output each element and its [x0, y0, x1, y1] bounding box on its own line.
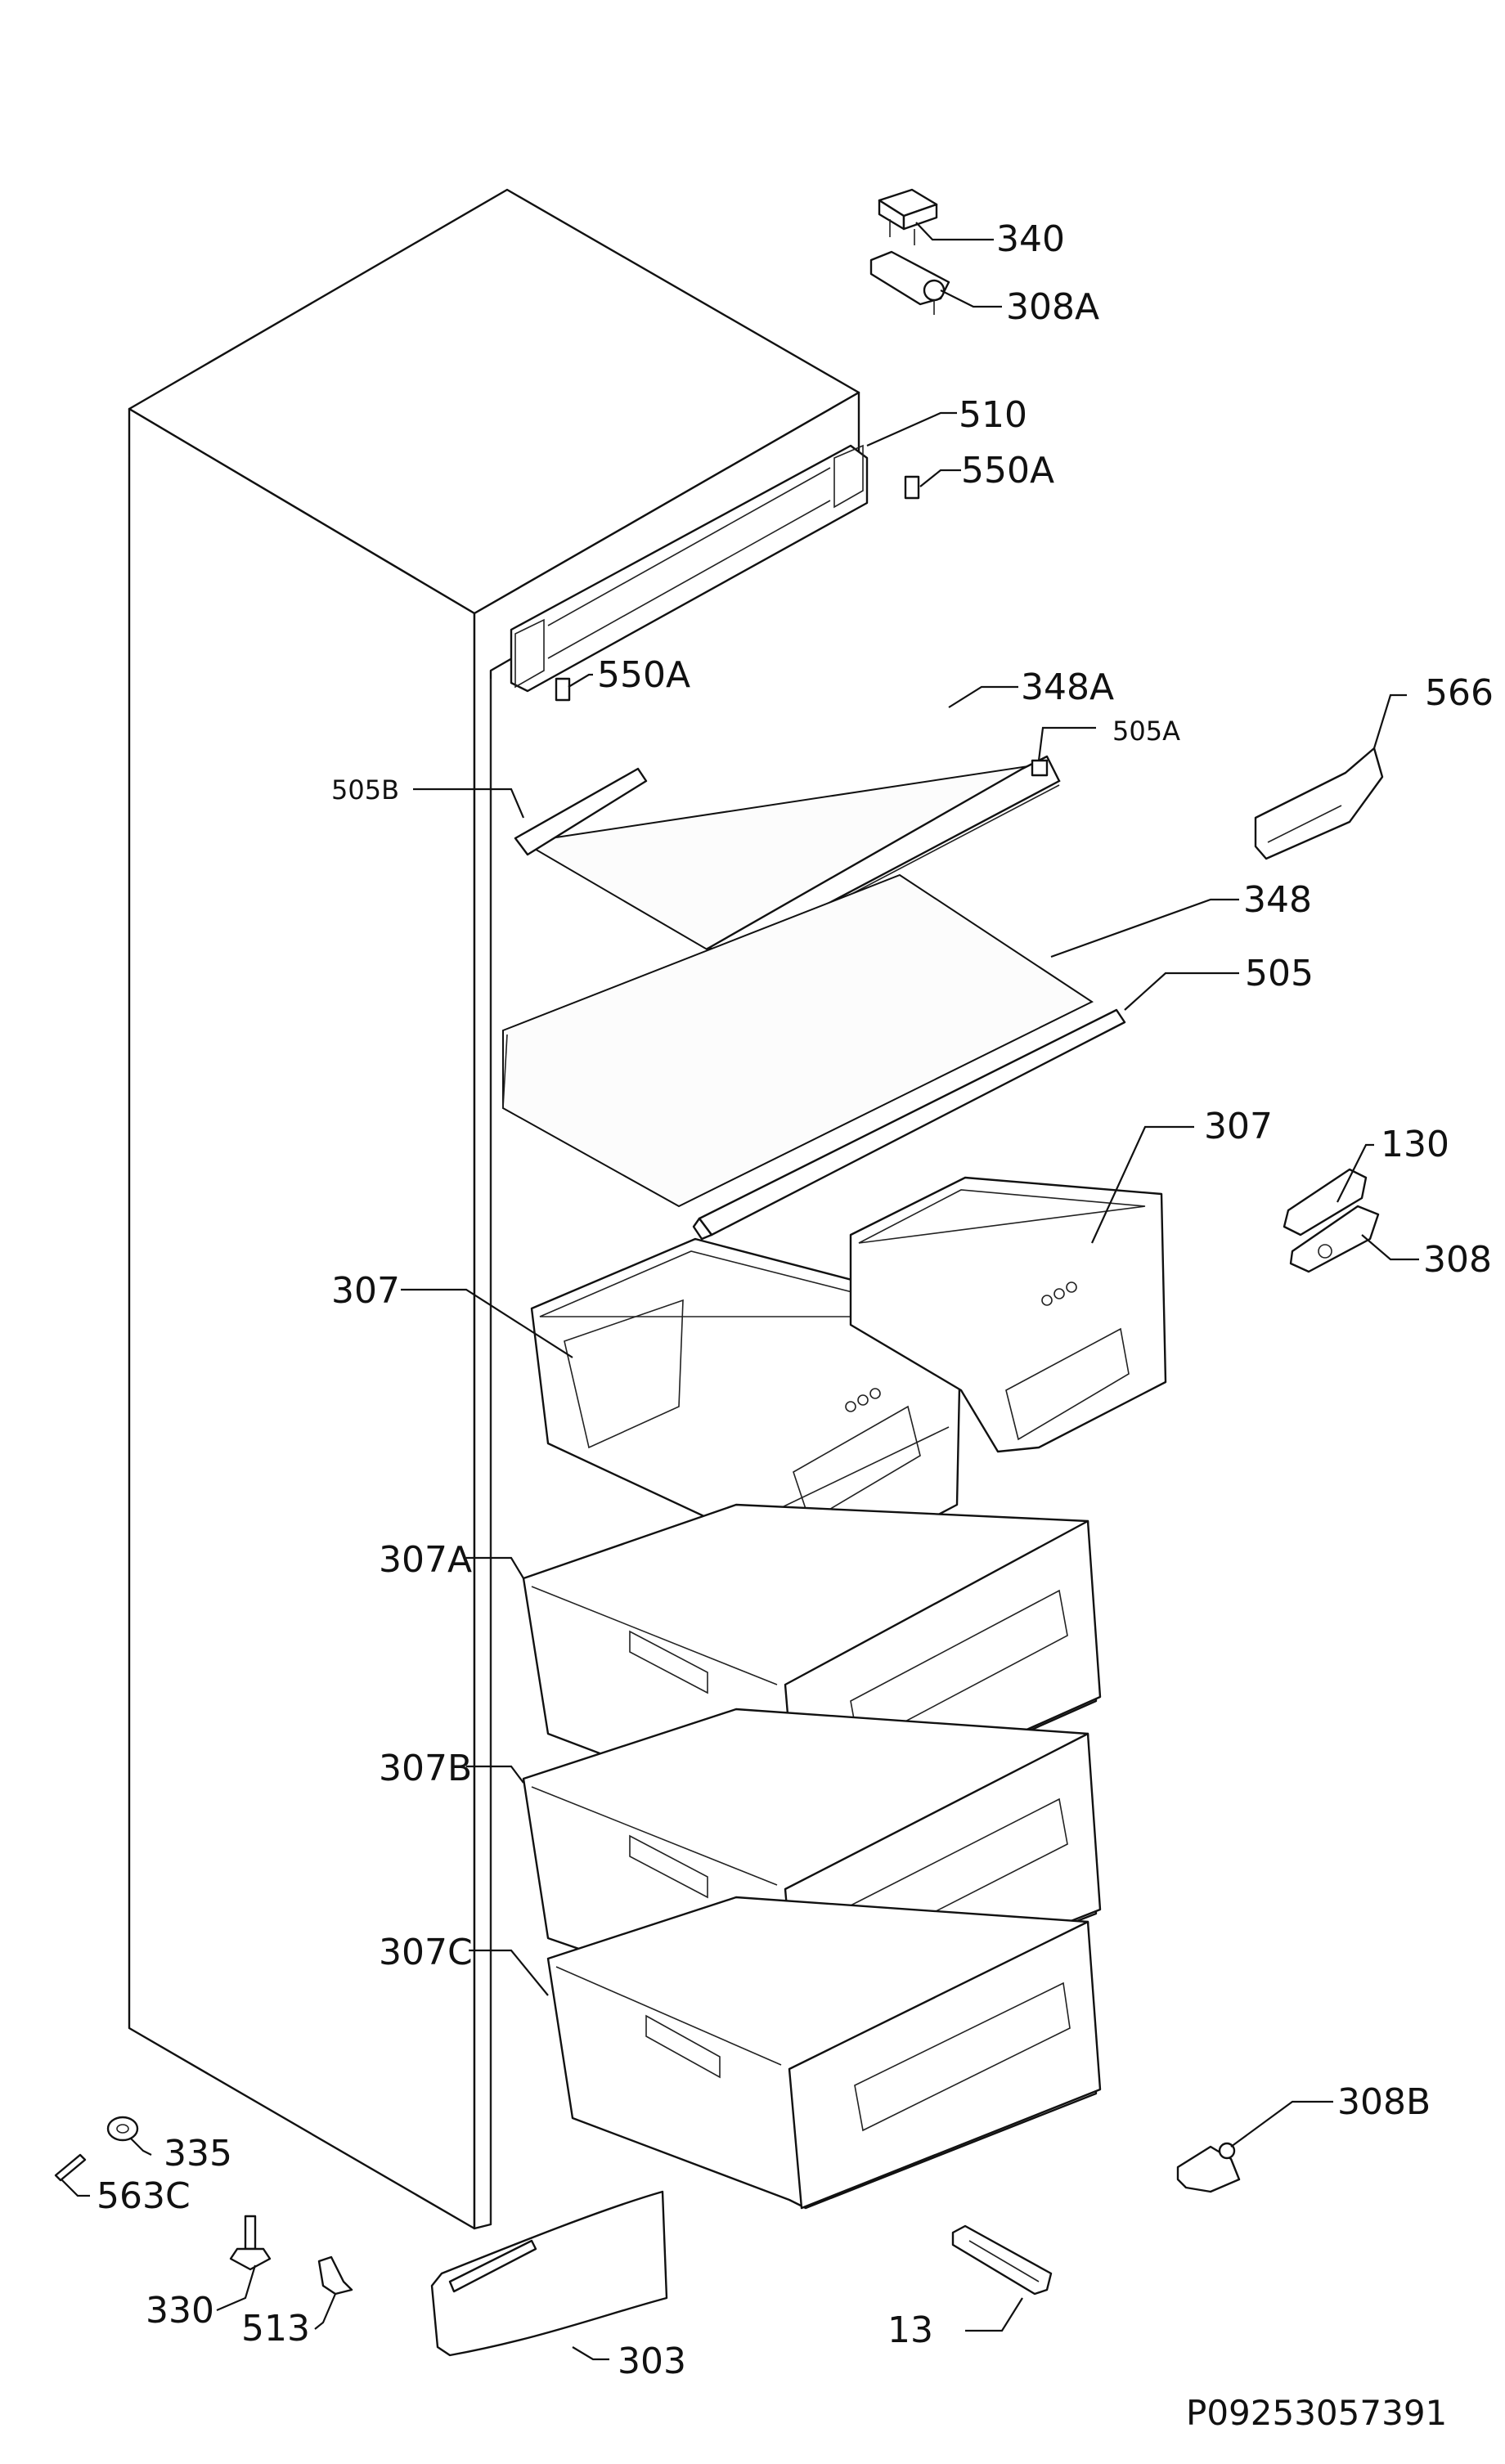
trim-clip-top [904, 475, 920, 500]
callout-308: 308 [1423, 1239, 1492, 1281]
drawer-rail [951, 2224, 1053, 2296]
callout-505B: 505B [331, 774, 399, 806]
callout-566: 566 [1425, 672, 1494, 714]
leader-lines [61, 222, 1419, 2361]
door-stop-pin [54, 2153, 87, 2182]
trim-clip-left [555, 677, 571, 702]
callout-563C: 563C [97, 2175, 191, 2217]
callout-13: 13 [887, 2309, 933, 2351]
callout-513: 513 [241, 2308, 310, 2350]
callout-130: 130 [1381, 1124, 1449, 1165]
lower-glass-shelf [502, 873, 1094, 1208]
top-hinge [869, 250, 950, 315]
cabinet-body [128, 188, 860, 2230]
callout-505: 505 [1245, 953, 1314, 994]
callout-340: 340 [996, 218, 1065, 260]
callout-550A-top: 550A [961, 450, 1054, 491]
callout-330: 330 [146, 2290, 214, 2332]
callout-308B: 308B [1337, 2081, 1431, 2123]
callout-505A: 505A [1112, 716, 1180, 747]
callout-307B: 307B [379, 1748, 472, 1789]
callout-348: 348 [1243, 879, 1312, 921]
callout-307A: 307A [379, 1539, 472, 1581]
callout-550A-left: 550A [597, 654, 690, 696]
bracket-clip [317, 2255, 353, 2296]
front-shelf-trim [692, 1008, 1126, 1241]
top-hinge-cover [878, 188, 938, 245]
callout-308A: 308A [1006, 286, 1099, 328]
door-trim-strip [510, 444, 869, 693]
vegetable-bin-right [849, 1176, 1167, 1453]
upper-glass-shelf [514, 755, 1061, 968]
callout-348A: 348A [1021, 666, 1114, 708]
callout-303: 303 [618, 2341, 686, 2382]
door-hinge-middle [1283, 1168, 1380, 1273]
callout-510: 510 [959, 394, 1027, 436]
freezer-drawer-3 [546, 1896, 1102, 2210]
kickplate [430, 2190, 668, 2357]
bushing [106, 2116, 139, 2142]
callout-307-left: 307 [331, 1270, 400, 1312]
adjustable-foot [229, 2215, 272, 2271]
callout-307-right: 307 [1204, 1106, 1273, 1147]
callout-307C: 307C [379, 1932, 473, 1973]
callout-335: 335 [164, 2133, 232, 2175]
bottom-hinge [1176, 2142, 1241, 2193]
shelf-clip [1254, 747, 1384, 860]
document-code: P09253057391 [1186, 2393, 1447, 2433]
callout-labels: 340 308A 510 550A 550A 348A 505A 505B 56… [97, 218, 1494, 2433]
